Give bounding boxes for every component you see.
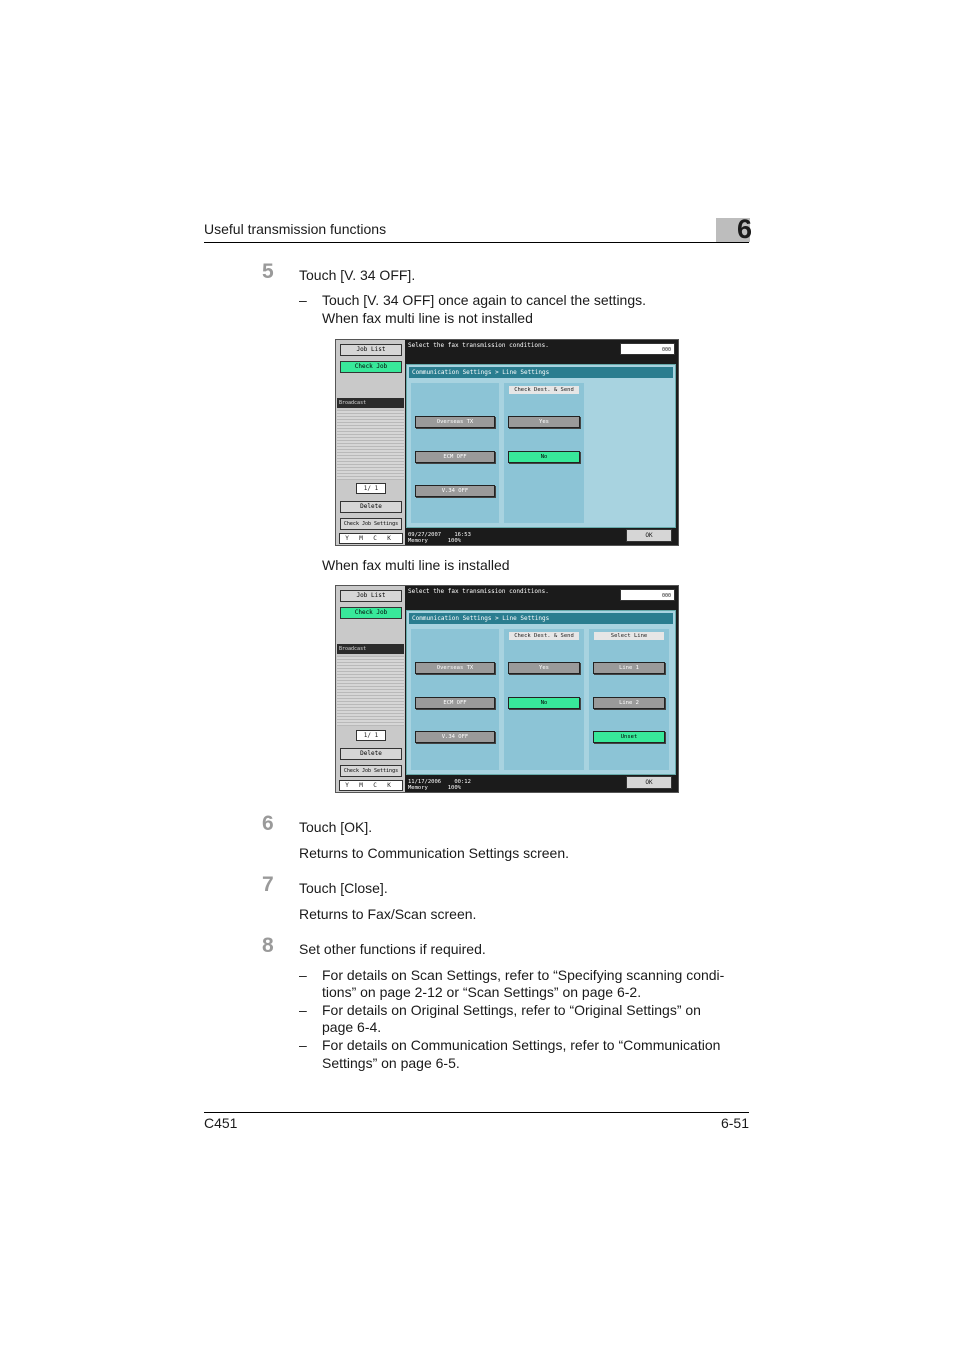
line-1-button[interactable]: Line 1 — [593, 662, 665, 674]
step-8-bullet-2-line-2: page 6-4. — [322, 1019, 382, 1035]
footer-page-number: 6-51 — [720, 1115, 749, 1131]
screen-single-line: Job List Check Job Broadcast Destination… — [335, 339, 679, 546]
step-number-5: 5 — [262, 260, 274, 283]
instruction-text: Select the fax transmission conditions. — [408, 588, 549, 595]
footer-rule — [204, 1112, 749, 1113]
delete-button[interactable]: Delete — [340, 501, 402, 513]
no-button[interactable]: No — [508, 451, 580, 463]
memory-percent: 100% — [447, 538, 461, 544]
date-text: 11/17/2006 — [408, 779, 442, 785]
toner-m: M — [359, 782, 363, 789]
line-2-button[interactable]: Line 2 — [593, 697, 665, 709]
step-number-6: 6 — [262, 812, 274, 835]
ecm-off-button[interactable]: ECM OFF — [415, 697, 495, 709]
step-8-text: Set other functions if required. — [299, 941, 486, 957]
check-job-settings-button[interactable]: Check Job Settings — [340, 765, 402, 777]
job-list-button[interactable]: Job List — [340, 344, 402, 356]
step-6-result: Returns to Communication Settings screen… — [299, 845, 570, 861]
check-job-button[interactable]: Check Job — [340, 607, 402, 619]
step-8-bullet-3-line-1: For details on Communication Settings, r… — [322, 1037, 721, 1053]
footer-model: C451 — [204, 1115, 238, 1131]
check-dest-column: Check Dest. & Send Yes No — [504, 383, 584, 523]
step-number-8: 8 — [262, 934, 274, 957]
delete-button[interactable]: Delete — [340, 748, 402, 760]
instruction-text: Select the fax transmission conditions. — [408, 342, 549, 349]
ok-button[interactable]: OK — [626, 776, 672, 789]
header-rule — [204, 242, 749, 243]
yes-button[interactable]: Yes — [508, 416, 580, 428]
screen-multi-line: Job List Check Job Broadcast Destination… — [335, 585, 679, 793]
memory-label: Memory — [408, 538, 428, 544]
step-8-bullet-2-line-1: For details on Original Settings, refer … — [322, 1002, 701, 1018]
ecm-off-button[interactable]: ECM OFF — [415, 451, 495, 463]
screen-1-caption: When fax multi line is not installed — [322, 310, 533, 326]
check-dest-column: Check Dest. & Send Yes No — [504, 629, 584, 770]
check-job-settings-button[interactable]: Check Job Settings — [340, 518, 402, 530]
status-bar: 09/27/2007 16:53 Memory 100% — [408, 532, 471, 544]
select-line-column: Select Line Line 1 Line 2 Unset — [589, 629, 669, 770]
step-8-bullet-1-line-1: For details on Scan Settings, refer to “… — [322, 967, 725, 983]
unset-button[interactable]: Unset — [593, 731, 665, 743]
select-line-header: Select Line — [594, 632, 664, 640]
step-number-7: 7 — [262, 873, 274, 896]
toner-k: K — [387, 782, 391, 789]
step-6-text: Touch [OK]. — [299, 819, 373, 835]
toner-c: C — [373, 782, 377, 789]
step-7-result: Returns to Fax/Scan screen. — [299, 906, 477, 922]
settings-area: Communication Settings > Line Settings O… — [406, 610, 676, 775]
step-8-bullet-3-line-2: Settings” on page 6-5. — [322, 1055, 460, 1071]
bullet-dash: – — [299, 1002, 307, 1018]
step-7-text: Touch [Close]. — [299, 880, 388, 896]
v34-off-button[interactable]: V.34 OFF — [415, 731, 495, 743]
step-8-bullet-1-line-2: tions” on page 2-12 or “Scan Settings” o… — [322, 984, 642, 1000]
status-bar: 11/17/2006 00:12 Memory 100% — [408, 779, 471, 791]
options-column: Overseas TX ECM OFF V.34 OFF — [411, 383, 499, 523]
bullet-dash: – — [299, 292, 307, 308]
toner-c: C — [373, 535, 377, 542]
settings-area: Communication Settings > Line Settings O… — [406, 364, 676, 528]
destinations-label: Broadcast Destinations — [337, 398, 404, 416]
memory-indicator: 000 — [620, 343, 675, 355]
step-5-bullet: Touch [V. 34 OFF] once again to cancel t… — [322, 292, 647, 308]
screen-2-caption: When fax multi line is installed — [322, 557, 510, 573]
overseas-tx-button[interactable]: Overseas TX — [415, 662, 495, 674]
overseas-tx-button[interactable]: Overseas TX — [415, 416, 495, 428]
chapter-tab — [716, 218, 750, 242]
toner-y: Y — [345, 782, 349, 789]
date-text: 09/27/2007 — [408, 532, 442, 538]
check-job-button[interactable]: Check Job — [340, 361, 402, 373]
breadcrumb: Communication Settings > Line Settings — [409, 613, 673, 624]
options-column: Overseas TX ECM OFF V.34 OFF — [411, 629, 499, 770]
memory-indicator: 000 — [620, 589, 675, 601]
step-5-text: Touch [V. 34 OFF]. — [299, 267, 416, 283]
check-dest-header: Check Dest. & Send — [509, 632, 579, 640]
chapter-number: 6 — [736, 214, 752, 244]
memory-label: Memory — [408, 785, 428, 791]
page-counter: 1/ 1 — [356, 483, 386, 494]
v34-off-button[interactable]: V.34 OFF — [415, 485, 495, 497]
page-counter: 1/ 1 — [356, 730, 386, 741]
running-header-title: Useful transmission functions — [204, 221, 387, 237]
toner-y: Y — [345, 535, 349, 542]
time-text: 00:12 — [454, 779, 471, 785]
time-text: 16:53 — [454, 532, 471, 538]
toner-m: M — [359, 535, 363, 542]
left-panel: Job List Check Job Broadcast Destination… — [336, 586, 405, 792]
toner-k: K — [387, 535, 391, 542]
bullet-dash: – — [299, 967, 307, 983]
left-panel: Job List Check Job Broadcast Destination… — [336, 340, 405, 545]
ok-button[interactable]: OK — [626, 529, 672, 542]
yes-button[interactable]: Yes — [508, 662, 580, 674]
breadcrumb: Communication Settings > Line Settings — [409, 367, 673, 378]
bullet-dash: – — [299, 1037, 307, 1053]
destinations-label: Broadcast Destinations — [337, 644, 404, 662]
memory-percent: 100% — [447, 785, 461, 791]
check-dest-header: Check Dest. & Send — [509, 386, 579, 394]
no-button[interactable]: No — [508, 697, 580, 709]
job-list-button[interactable]: Job List — [340, 590, 402, 602]
